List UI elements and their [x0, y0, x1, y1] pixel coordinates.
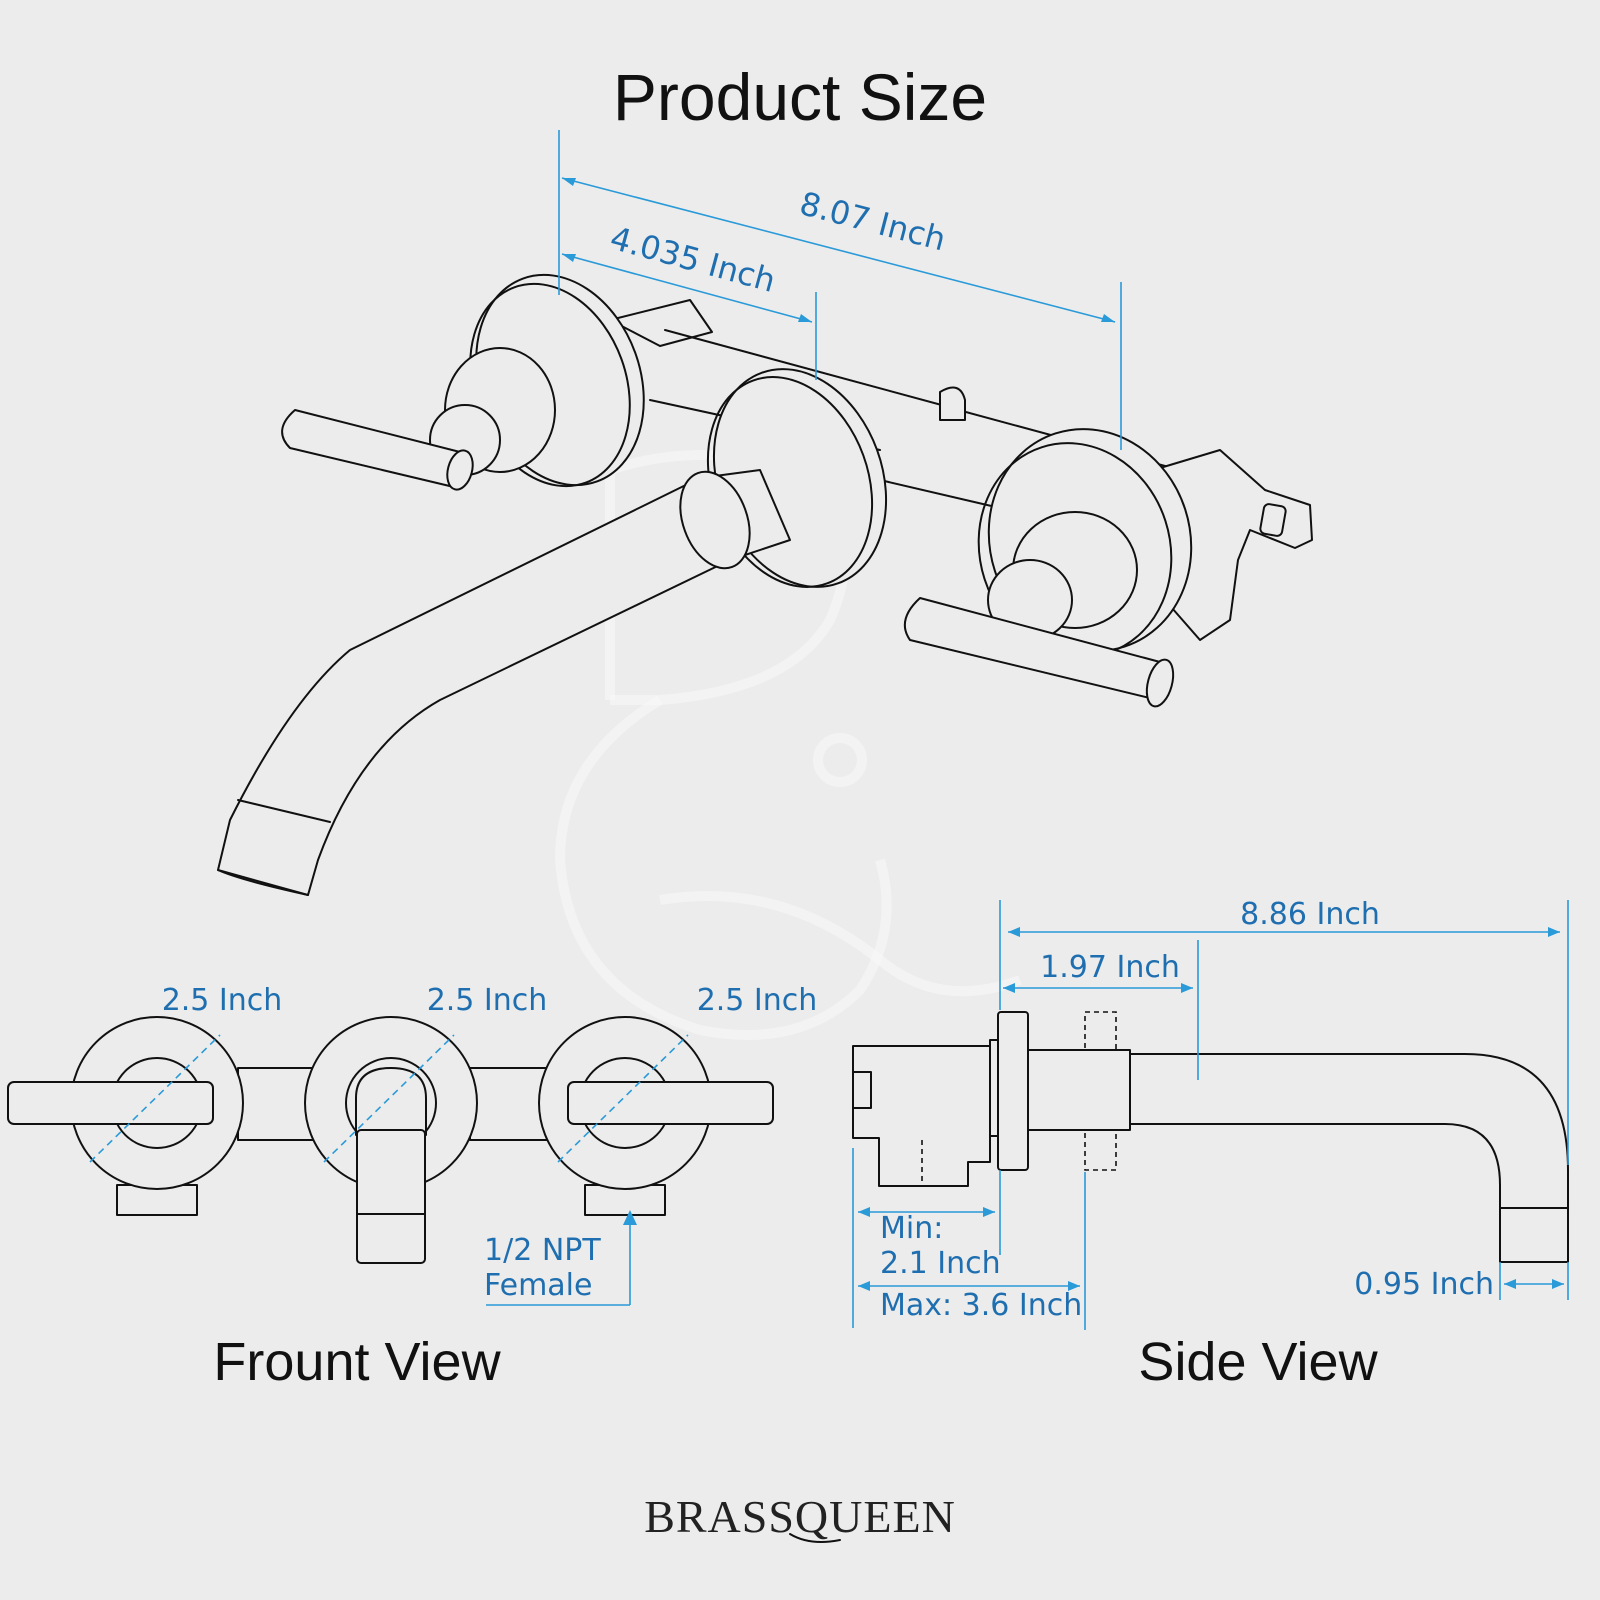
brand-logo-swash [789, 1533, 841, 1543]
max-depth-label: Max: 3.6 Inch [880, 1288, 1082, 1323]
top-dimension-lines [558, 130, 1122, 450]
thread-type-label: Female [484, 1268, 592, 1303]
min-depth-caption: Min: [880, 1211, 943, 1246]
side-dimension-lines [852, 900, 1569, 1330]
outlet-diameter-label: 0.95 Inch [1354, 1267, 1494, 1302]
body-depth-label: 1.97 Inch [1040, 950, 1180, 985]
isometric-faucet-drawing [217, 273, 1313, 896]
right-handle-diameter-label: 2.5 Inch [697, 983, 818, 1018]
left-handle-diameter-label: 2.5 Inch [162, 983, 283, 1018]
thread-size-label: 1/2 NPT [484, 1233, 601, 1268]
half-width-label: 4.035 Inch [606, 219, 779, 300]
spout-reach-label: 8.86 Inch [1240, 897, 1380, 932]
overall-width-label: 8.07 Inch [796, 184, 950, 258]
page-title: Product Size [613, 60, 987, 134]
side-view-title: Side View [1138, 1332, 1378, 1392]
side-view-drawing [852, 1011, 1569, 1263]
spout-diameter-label: 2.5 Inch [427, 983, 548, 1018]
front-dimension-lines [89, 1034, 689, 1306]
front-view-drawing [7, 1016, 774, 1264]
min-depth-value: 2.1 Inch [880, 1246, 1001, 1281]
brand-logo: BRASSQUEEN [644, 1491, 956, 1542]
front-view-title: Frount View [213, 1332, 501, 1392]
